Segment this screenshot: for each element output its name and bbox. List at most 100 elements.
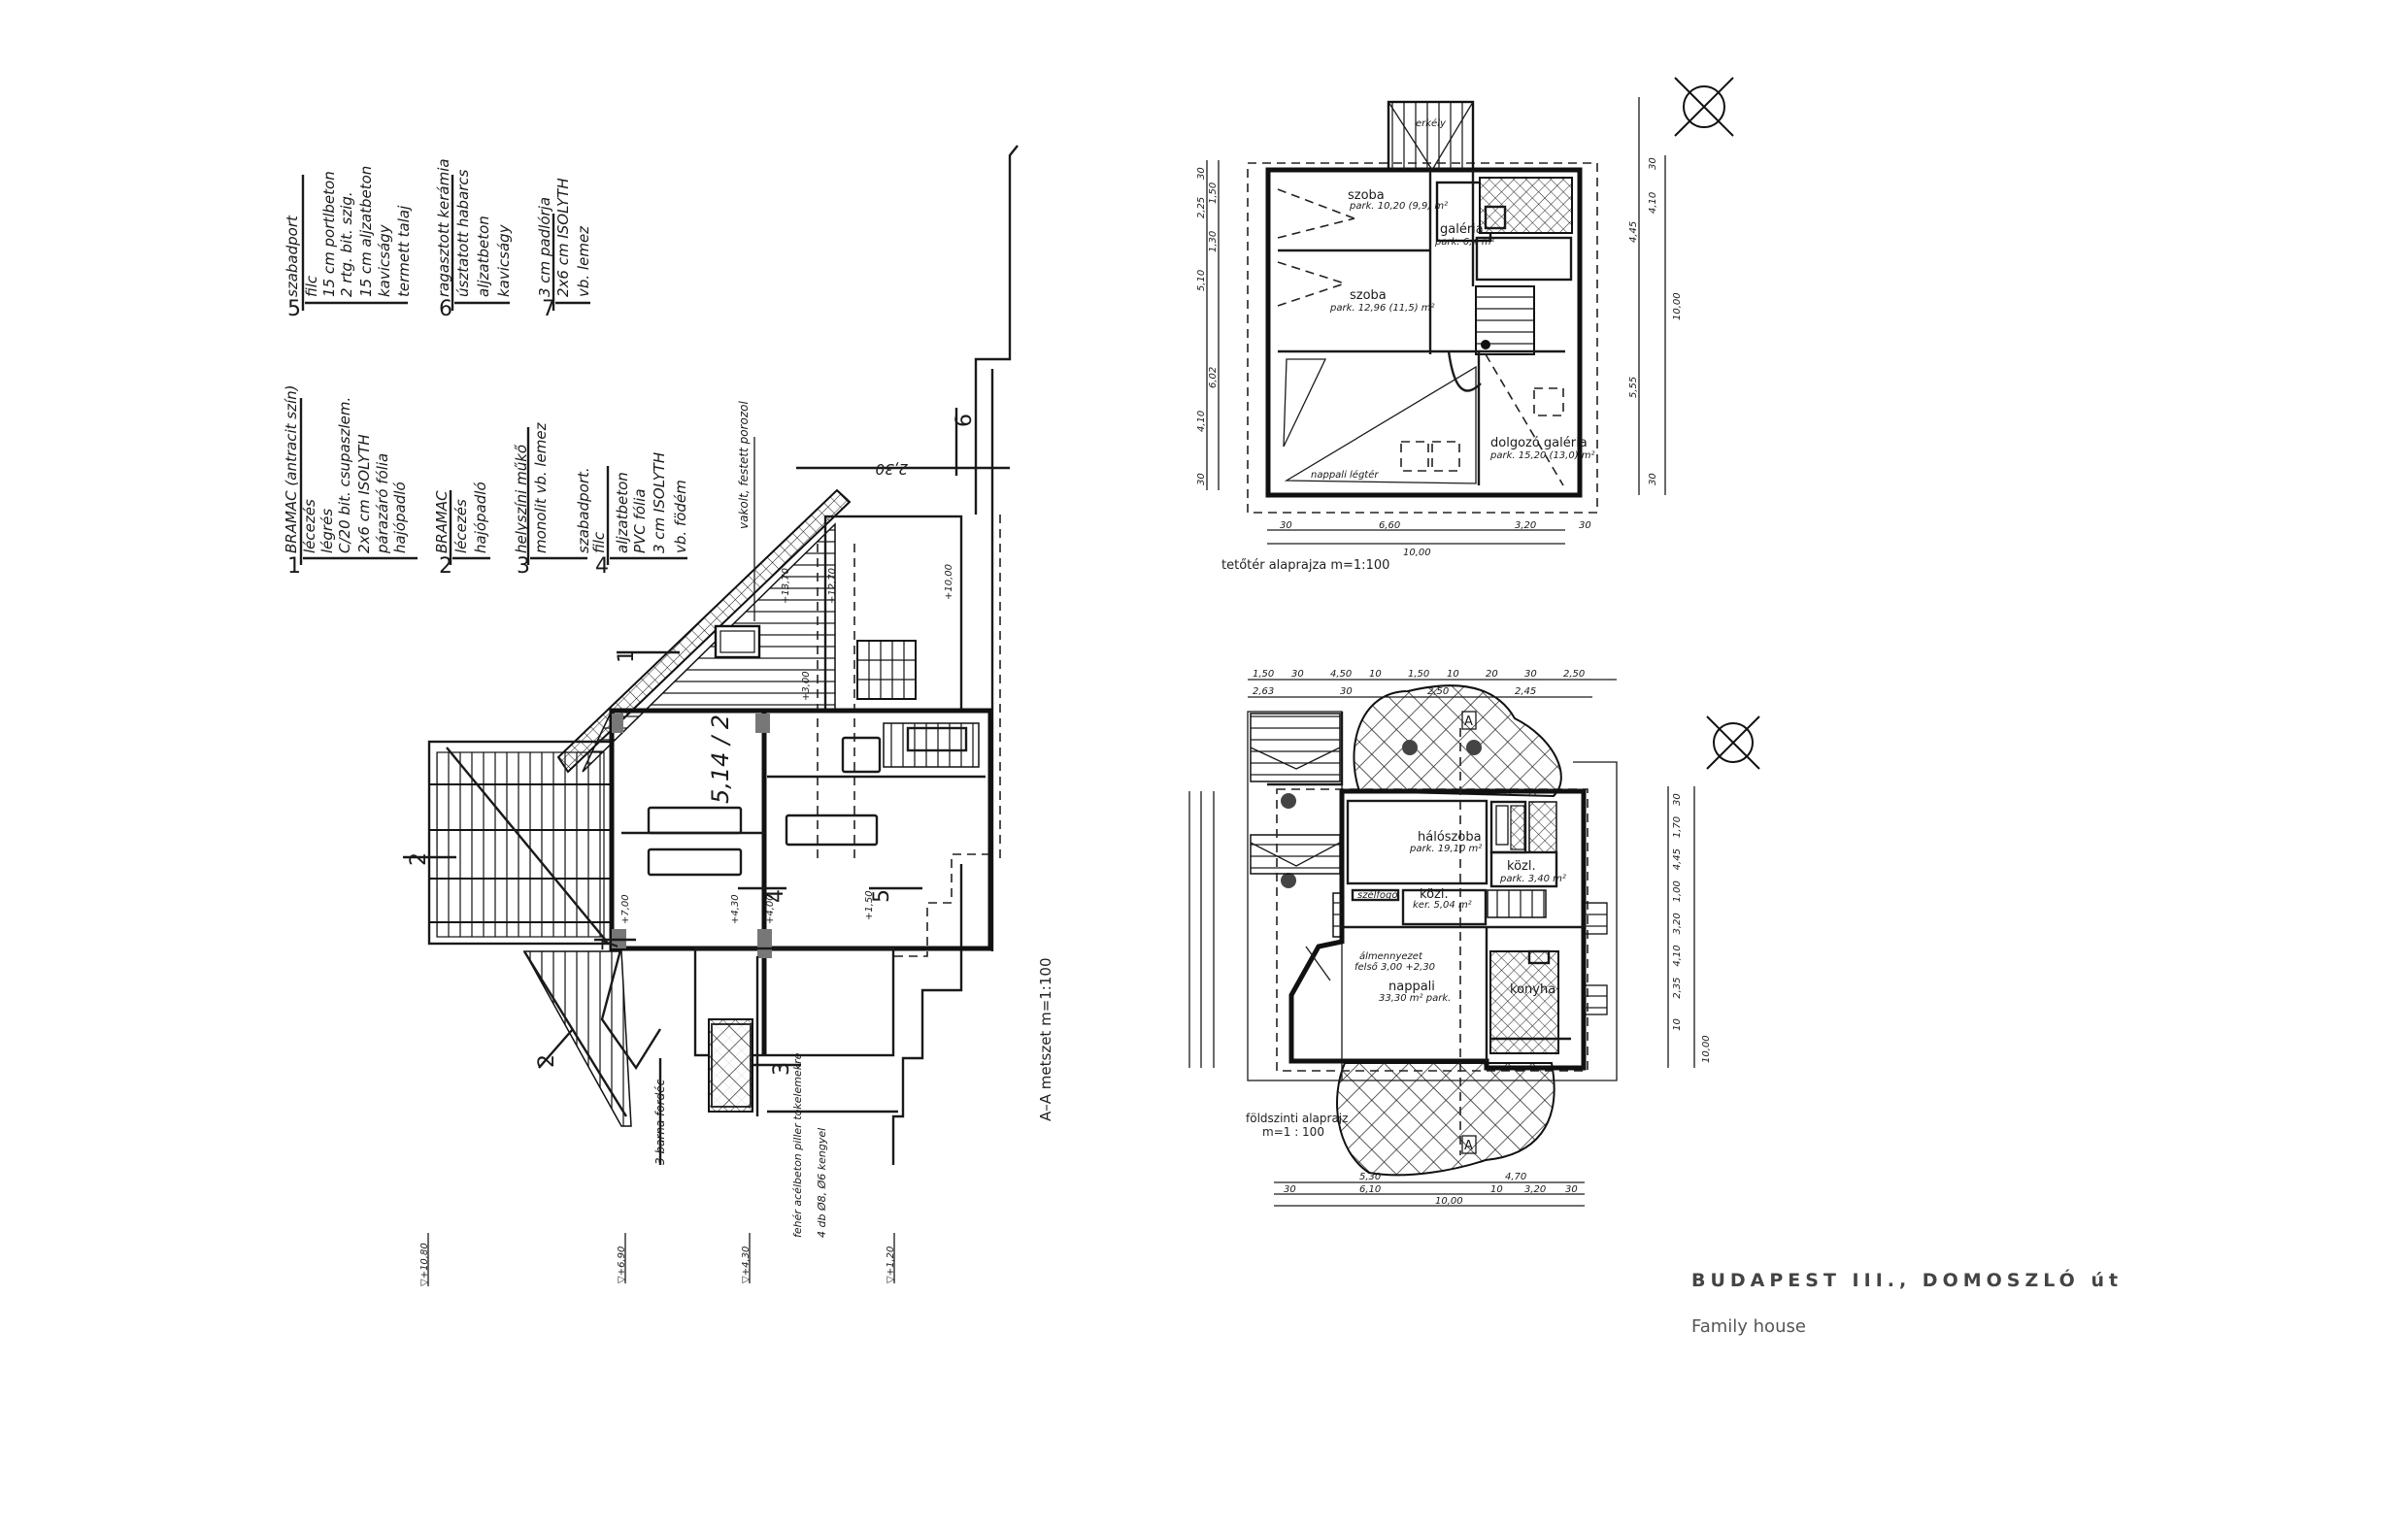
dimension-label: 2,50 (1427, 686, 1449, 697)
legend-line: helyszíni műkő (513, 444, 530, 553)
room-label: galéria (1440, 222, 1484, 237)
legend-line: filc (590, 531, 608, 553)
legend-line: 2 rtg. bit. szig. (338, 191, 355, 297)
legend-number: 3 (517, 554, 530, 579)
room-label: közl. (1420, 887, 1449, 902)
room-area: 33,30 m² park. (1379, 993, 1451, 1004)
legend-line: 15 cm aljzatbeton (357, 166, 375, 297)
section-note: fehér acélbeton piller tokelemekre (791, 1052, 804, 1238)
legend-line: légrés (318, 509, 336, 553)
legend-line: hajópadló (472, 482, 489, 553)
dimension-label: 30 (1280, 520, 1292, 531)
north-arrow-icon (1674, 77, 1734, 137)
dimension-label: 30 (1340, 686, 1353, 697)
legend-line: BRAMAC (antracit szín) (283, 385, 300, 554)
dimension-label: 30 (1291, 669, 1304, 680)
legend-group-5: 5 szabadport filc 15 cm portlbeton 2 rtg… (284, 166, 413, 321)
legend-line: vb. födém (672, 480, 689, 553)
ground-plan-caption: földszinti alaprajz (1246, 1112, 1348, 1125)
dimension-label: 4,10 (1196, 411, 1207, 432)
room-label: nappali (1388, 980, 1435, 994)
room-label: nappali légtér (1311, 469, 1379, 481)
elevation-label: +10,00 (944, 564, 954, 600)
room-area: felső 3,00 +2,30 (1354, 961, 1435, 973)
dimension-label: 10 (1490, 1184, 1503, 1195)
dimension-label: 10,00 (1672, 292, 1683, 320)
dimension-label: 2,45 (1515, 686, 1536, 697)
dimension-label: 4,50 (1330, 669, 1352, 680)
dimension-label: 4,10 (1648, 192, 1658, 214)
room-label: szoba (1348, 188, 1385, 203)
dimension-label: 30 (1284, 1184, 1296, 1195)
elevation-label: +7,00 (620, 894, 631, 924)
legend-line: 3 cm padlórja (536, 197, 553, 297)
dimension-label: 10,00 (1403, 548, 1431, 558)
dimension-label: 1,50 (1208, 183, 1219, 204)
legend-group-4: 4 filc aljzatbeton PVC fólia 3 cm ISOLYT… (590, 452, 689, 579)
dimension-label: 6,60 (1379, 520, 1400, 531)
legend-line: párazáró fólia (374, 453, 391, 554)
elevation-label: +4,00 (765, 894, 776, 924)
legend-line: C/20 bit. csupaszlem. (336, 397, 353, 553)
elevation-label: +1,50 (864, 890, 875, 920)
dimension-label: 2,50 (1563, 669, 1585, 680)
room-label: szoba (1350, 288, 1387, 303)
elevation-label: +4,30 (730, 894, 741, 924)
legend-line: 2x6 cm ISOLYTH (554, 178, 572, 297)
dimension-label: 1,50 (1408, 669, 1429, 680)
room-area: park. 6,4 m² (1434, 237, 1495, 248)
legend-number: 7 (542, 297, 555, 321)
section-legend: 1 BRAMAC (antracit szín) lécezés légrés … (283, 158, 689, 579)
legend-line: vb. lemez (575, 225, 592, 297)
dimension-label: 10 (1447, 669, 1459, 680)
legend-line: 3 cm ISOLYTH (651, 452, 668, 553)
ground-plan-scale: m=1 : 100 (1262, 1125, 1324, 1139)
layer-marker: 7 (599, 938, 623, 951)
legend-line: szabadport. (575, 467, 592, 553)
dimension-label: 4,45 (1628, 221, 1639, 243)
layer-marker: 4 (764, 889, 788, 903)
dimension-label: 30 (1196, 473, 1207, 485)
room-label: hálószoba (1418, 830, 1482, 845)
attic-plan-caption: tetőtér alaprajza m=1:100 (1221, 558, 1389, 573)
legend-line: termett talaj (395, 205, 413, 297)
legend-line: kavicságy (376, 223, 393, 297)
dimension-label: 2,30 (876, 460, 908, 478)
room-area: park. 3,40 m² (1499, 874, 1566, 884)
dimension-label: 5,30 (1359, 1172, 1381, 1182)
room-area: park. 12,96 (11,5) m² (1329, 303, 1435, 314)
dimension-label: 5,55 (1628, 377, 1639, 398)
room-label: erkély (1416, 117, 1447, 129)
room-label: álmennyezet (1359, 950, 1423, 962)
legend-line: ragasztott kerámia (435, 158, 452, 297)
legend-number: 5 (287, 297, 301, 321)
section-note: 3 barna fordéc (653, 1079, 667, 1165)
legend-line: aljzatbeton (614, 472, 631, 553)
level-mark: ▽+1,20 (886, 1246, 896, 1283)
section-note: vakolt, festett porozol (737, 401, 751, 529)
dimension-label: 1,30 (1208, 231, 1219, 252)
legend-number: 2 (439, 554, 452, 579)
legend-group-6: 6 ragasztott kerámia úsztatott habarcs a… (435, 158, 513, 321)
dimension-label: 3,20 (1672, 913, 1683, 934)
legend-line: kavicságy (495, 223, 513, 297)
room-label: közl. (1507, 859, 1536, 874)
dimension-label: 6,10 (1359, 1184, 1381, 1195)
legend-line: szabadport (284, 215, 301, 297)
room-label: dolgozó galéria (1490, 436, 1588, 450)
dimension-label: 1,70 (1672, 816, 1683, 838)
layer-marker: 2 (535, 1054, 559, 1068)
dimension-label: 30 (1672, 793, 1683, 806)
section-mark: A (1464, 715, 1473, 729)
room-area: park. 10,20 (9,9) m² (1349, 201, 1448, 212)
level-mark: ▽+4,30 (741, 1246, 752, 1283)
dimension-label: 30 (1579, 520, 1591, 531)
dimension-label: 30 (1648, 473, 1658, 485)
legend-number: 1 (287, 554, 301, 579)
legend-line: hajópadló (391, 482, 409, 553)
north-arrow-icon (1706, 715, 1760, 770)
dimension-label: 3,20 (1515, 520, 1536, 531)
legend-group-2: 2 BRAMAC lécezés hajópadló (433, 482, 490, 579)
legend-line: aljzatbeton (475, 216, 492, 297)
